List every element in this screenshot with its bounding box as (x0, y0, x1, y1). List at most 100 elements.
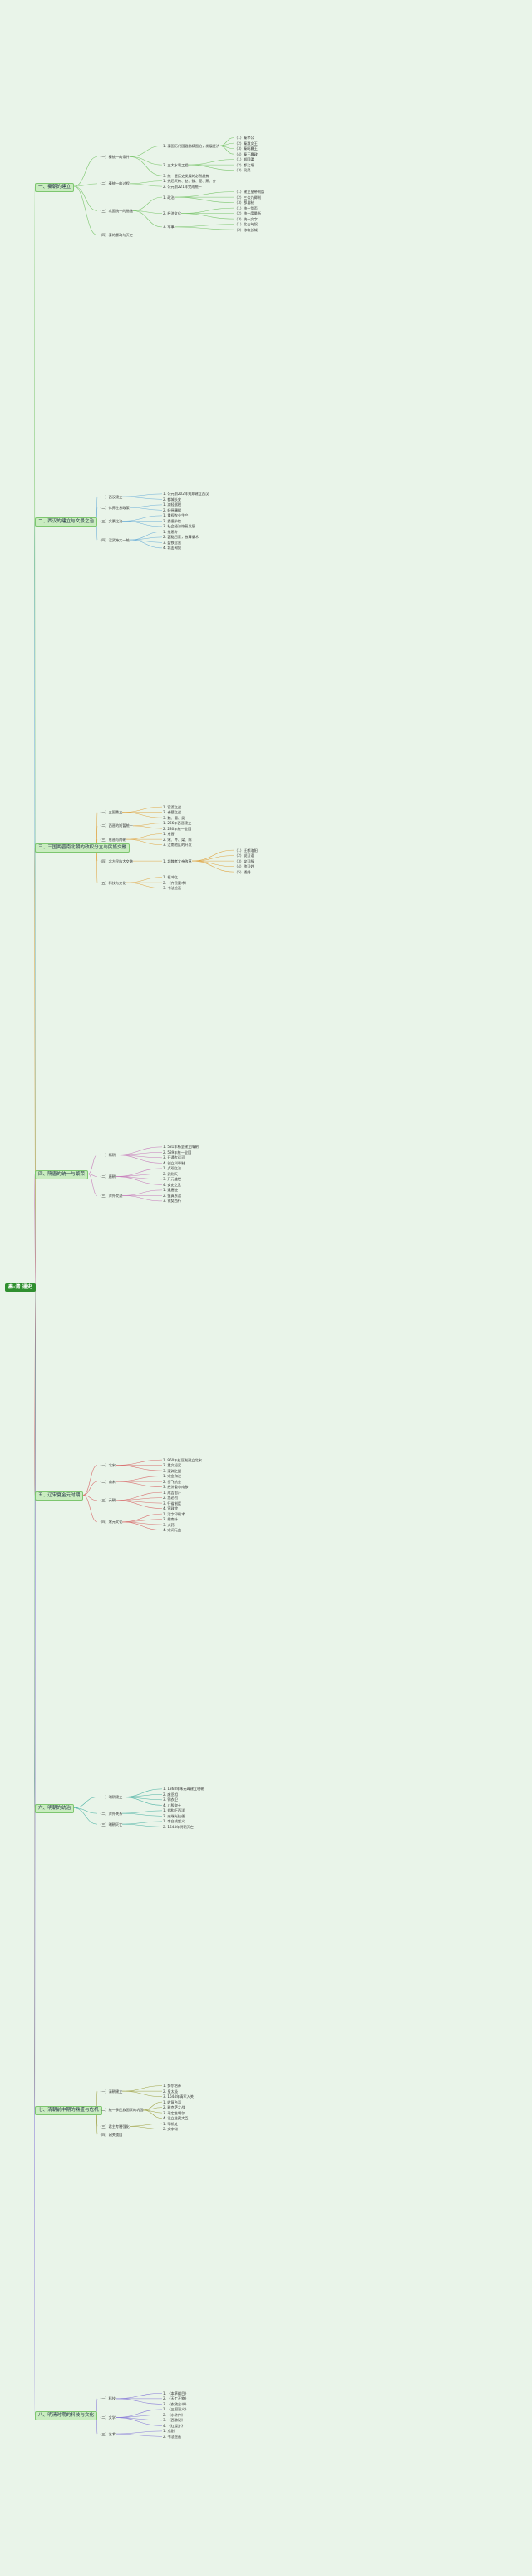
topic-node[interactable]: （2）说汉语 (234, 853, 254, 858)
topic-node[interactable]: 1. 遣唐使 (163, 1188, 178, 1193)
topic-node[interactable]: （三）元朝 (98, 1498, 116, 1503)
topic-node[interactable]: （1）统一货币 (234, 205, 258, 210)
topic-node[interactable]: （4）秦王嬴政 (234, 151, 258, 156)
topic-node[interactable]: 2. 赤壁之战 (163, 810, 182, 815)
topic-node[interactable]: 1. 郑和下西洋 (163, 1808, 185, 1813)
topic-node[interactable]: （一）明朝建立 (98, 1795, 123, 1800)
topic-node[interactable]: （一）北宋 (98, 1463, 116, 1468)
topic-node[interactable]: 3. 澶渊之盟 (163, 1468, 182, 1473)
topic-node[interactable]: 2. 三大水利工程 (163, 162, 189, 167)
topic-node[interactable]: （3）郡县制 (234, 200, 254, 205)
topic-node[interactable]: 2. 《水浒传》 (163, 2412, 185, 2417)
topic-node[interactable]: （1）郑国渠 (234, 157, 254, 162)
topic-node[interactable]: 3. 1644年清军入关 (163, 2094, 194, 2099)
topic-node[interactable]: （1）建立皇帝制度 (234, 190, 265, 195)
topic-node[interactable]: 4. 创立科举制 (163, 1160, 185, 1165)
topic-node[interactable]: 3. 火药 (163, 1522, 175, 1527)
topic-node[interactable]: 1. 先后灭韩、赵、魏、楚、燕、齐 (163, 179, 216, 184)
topic-node[interactable]: 3. 经济重心南移 (163, 1485, 189, 1490)
topic-node[interactable]: （五）科技与文化 (98, 880, 126, 885)
topic-node[interactable]: 1. 贞观之治 (163, 1166, 182, 1171)
topic-node[interactable]: 3. 社会经济恢复发展 (163, 524, 195, 529)
topic-node[interactable]: 1. 东晋 (163, 832, 175, 837)
topic-node[interactable]: （一）三国鼎立 (98, 810, 123, 815)
topic-node[interactable]: （一）隋朝 (98, 1153, 116, 1158)
topic-node[interactable]: 1. 960年赵匡胤建立北宋 (163, 1457, 202, 1462)
topic-node[interactable]: 2. 书法绘画 (163, 2434, 182, 2439)
topic-node[interactable]: 2. 武则天 (163, 1171, 178, 1176)
topic-node[interactable]: （2）都江堰 (234, 162, 254, 167)
topic-node[interactable]: 4. 《红楼梦》 (163, 2423, 185, 2428)
topic-node[interactable]: 3. 书法绘画 (163, 886, 182, 891)
topic-node[interactable]: 3. 平定准噶尔 (163, 2110, 185, 2115)
topic-node[interactable]: （四）秦的暴政与灭亡 (98, 233, 133, 238)
topic-node[interactable]: 3. 锦衣卫 (163, 1797, 178, 1802)
topic-node[interactable]: （二）西晋的短暂统一 (98, 823, 133, 828)
topic-node[interactable]: 2. 《天工开物》 (163, 2396, 189, 2401)
topic-node[interactable]: （2）秦惠文王 (234, 141, 258, 146)
topic-node[interactable]: （2）修筑长城 (234, 227, 258, 232)
topic-node[interactable]: （1）北击匈奴 (234, 222, 258, 227)
section-topic[interactable]: 五、辽宋夏金元时期 (35, 1491, 84, 1501)
topic-node[interactable]: （二）对外关系 (98, 1811, 123, 1816)
topic-node[interactable]: 2. 文字狱 (163, 2127, 178, 2132)
topic-node[interactable]: 3. 开元盛世 (163, 1177, 182, 1182)
topic-node[interactable]: （三）艺术 (98, 2431, 116, 2436)
topic-node[interactable]: 1. 581年杨坚建立隋朝 (163, 1145, 199, 1150)
topic-node[interactable]: 1. 北魏孝文帝改革 (163, 858, 192, 863)
topic-node[interactable]: （三）君主专制强化 (98, 2124, 130, 2129)
topic-node[interactable]: 2. 罢黜百家，独尊儒术 (163, 535, 200, 540)
topic-node[interactable]: 1. 官渡之战 (163, 804, 182, 809)
topic-node[interactable]: 4. 安史之乱 (163, 1182, 182, 1187)
topic-node[interactable]: 3. 江南地区的开发 (163, 843, 192, 848)
topic-node[interactable]: （二）秦统一的过程 (98, 181, 130, 186)
topic-node[interactable]: （三）东晋与南朝 (98, 837, 126, 842)
topic-node[interactable]: （二）文学 (98, 2415, 116, 2420)
topic-node[interactable]: 2. 都城长安 (163, 497, 182, 502)
topic-node[interactable]: （1）秦孝公 (234, 136, 254, 141)
topic-node[interactable]: （四）汉武帝大一统 (98, 537, 130, 542)
topic-node[interactable]: 1. 京剧 (163, 2429, 175, 2434)
topic-node[interactable]: （一）西汉建立 (98, 494, 123, 499)
topic-node[interactable]: 1. 军机处 (163, 2121, 178, 2126)
topic-node[interactable]: 2. 重文轻武 (163, 1463, 182, 1468)
topic-node[interactable]: 2. 1644年明朝灭亡 (163, 1824, 194, 1829)
topic-node[interactable]: 2. 轻徭薄赋 (163, 507, 182, 512)
topic-node[interactable]: 3. 《农政全书》 (163, 2401, 189, 2406)
topic-node[interactable]: 1. 政治 (163, 195, 175, 200)
topic-node[interactable]: 1. 266年西晋建立 (163, 821, 192, 826)
topic-node[interactable]: 1. 1368年朱元璋建立明朝 (163, 1787, 204, 1792)
topic-node[interactable]: 1. 重视农业生产 (163, 513, 189, 518)
topic-node[interactable]: （四）闭关锁国 (98, 2132, 123, 2137)
topic-node[interactable]: 2. 提倡节俭 (163, 518, 182, 523)
topic-node[interactable]: 2. 《齐民要术》 (163, 880, 189, 885)
section-topic[interactable]: 三、三国两晋南北朝的政权分立与民族交融 (35, 843, 131, 853)
topic-node[interactable]: 3. 统一是历史发展的必然趋势 (163, 173, 209, 178)
topic-node[interactable]: 1. 《本草纲目》 (163, 2391, 189, 2396)
topic-node[interactable]: （二）统一多民族国家的巩固 (98, 2108, 144, 2113)
section-topic[interactable]: 六、明朝的统治 (35, 1804, 75, 1814)
topic-node[interactable]: 3. 军事 (163, 225, 175, 230)
topic-node[interactable]: （3）灵渠 (234, 168, 251, 173)
topic-node[interactable]: 4. 八股取士 (163, 1802, 182, 1807)
topic-node[interactable]: （4）改汉姓 (234, 864, 254, 869)
topic-node[interactable]: 1. 宋金和议 (163, 1474, 182, 1479)
topic-node[interactable]: 2. 280年统一全国 (163, 826, 192, 831)
topic-node[interactable]: （二）休养生息政策 (98, 505, 130, 510)
topic-node[interactable]: 2. 戚继光抗倭 (163, 1813, 185, 1818)
topic-node[interactable]: （三）巩固统一的措施 (98, 208, 133, 213)
topic-node[interactable]: 2. 忽必烈 (163, 1496, 178, 1501)
section-topic[interactable]: 一、秦朝的建立 (35, 182, 75, 192)
topic-node[interactable]: 3. 玄奘西行 (163, 1199, 182, 1204)
topic-node[interactable]: （3）穿汉服 (234, 858, 254, 863)
topic-node[interactable]: 1. 活字印刷术 (163, 1511, 185, 1516)
topic-node[interactable]: 2. 589年统一全国 (163, 1150, 192, 1155)
topic-node[interactable]: 3. 盐铁官营 (163, 540, 182, 545)
topic-node[interactable]: （2）统一度量衡 (234, 211, 261, 216)
section-topic[interactable]: 八、明清时期的科技与文化 (35, 2410, 98, 2420)
root-node[interactable]: 秦-清 通史 (5, 1283, 36, 1292)
topic-node[interactable]: （2）三公九卿制 (234, 195, 261, 200)
topic-node[interactable]: （二）南宋 (98, 1479, 116, 1484)
topic-node[interactable]: 4. 设立驻藏大臣 (163, 2116, 189, 2121)
topic-node[interactable]: 4. 宣政院 (163, 1506, 178, 1511)
